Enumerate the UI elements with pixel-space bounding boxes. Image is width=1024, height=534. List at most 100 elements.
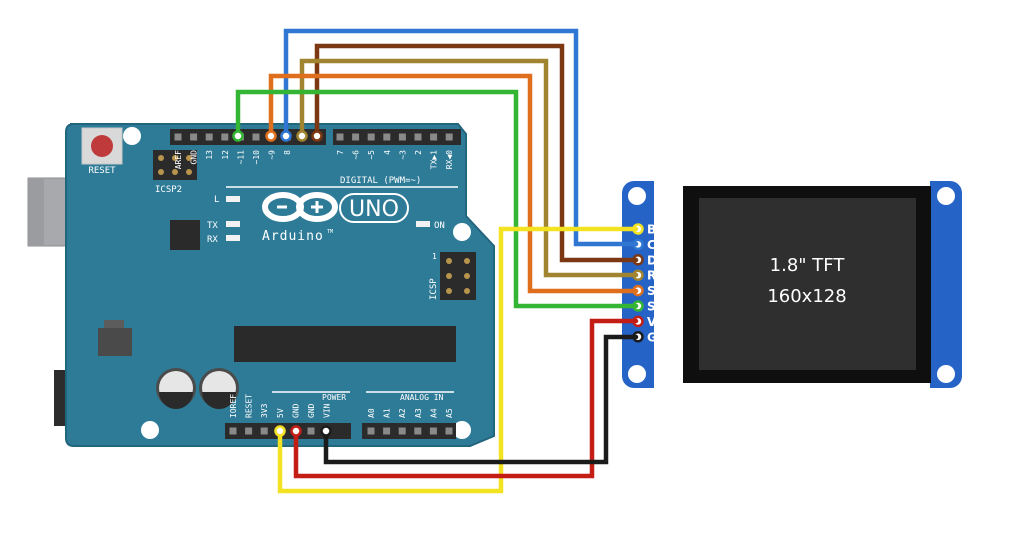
digital-pin[interactable] (430, 133, 438, 141)
power-pin[interactable] (245, 427, 253, 435)
wire-blue-bl (283, 28, 639, 247)
mounting-hole (453, 421, 471, 439)
led-tx-label: TX (207, 221, 218, 231)
tft-pin-label: GND (647, 330, 677, 344)
analog-pin[interactable] (414, 427, 422, 435)
power-pin-label: 5V (276, 408, 285, 418)
digital-header-right (333, 129, 461, 145)
analog-label: ANALOG IN (400, 393, 444, 402)
digital-pin[interactable] (190, 133, 198, 141)
atmega-chip (234, 326, 456, 362)
arduino-logo-text: Arduino (262, 229, 324, 244)
wire-endpoint (320, 425, 332, 437)
digital-pin-label: 13 (205, 150, 214, 160)
digital-pin-label: TX▶1 (430, 150, 439, 169)
led-rx-label: RX (207, 235, 218, 245)
power-label: POWER (322, 393, 346, 402)
wire-endpoint (232, 130, 244, 142)
wire-endpoint (280, 130, 292, 142)
digital-pin[interactable] (398, 133, 406, 141)
analog-pin-label: A4 (429, 408, 438, 418)
wire-black-gnd (323, 334, 639, 465)
capacitor (199, 368, 239, 409)
digital-pin[interactable] (414, 133, 422, 141)
tft-pin-label: BL (647, 223, 664, 237)
tft-mounting-hole (628, 365, 646, 383)
digital-pin-label: ~5 (367, 150, 376, 160)
tft-title-line1: 1.8" TFT (770, 255, 846, 276)
tft-pin-label: VCC (647, 315, 674, 329)
digital-pin-label: 12 (221, 150, 230, 160)
tft-title-line2: 160x128 (767, 286, 846, 307)
power-pin-label: RESET (245, 394, 254, 418)
digital-pin[interactable] (336, 133, 344, 141)
digital-pin-label: AREF (174, 150, 183, 169)
analog-pin-label: A0 (367, 408, 376, 418)
analog-pin[interactable] (398, 427, 406, 435)
digital-pin[interactable] (445, 133, 453, 141)
digital-pin[interactable] (252, 133, 260, 141)
power-pin[interactable] (307, 427, 315, 435)
wire-endpoint (265, 130, 277, 142)
icsp2-header (153, 150, 197, 180)
analog-pin[interactable] (429, 427, 437, 435)
wire-endpoint (311, 130, 323, 142)
digital-pin[interactable] (205, 133, 213, 141)
trademark-mark: TM (327, 229, 333, 235)
tft-mounting-hole (628, 187, 646, 205)
power-header (225, 423, 351, 439)
tft-screen (699, 198, 916, 370)
digital-pin-label: ~11 (236, 150, 245, 165)
digital-pin[interactable] (367, 133, 375, 141)
tft-pin-label: RES (647, 269, 673, 283)
analog-pin-label: A2 (398, 408, 407, 418)
digital-pin-label: ~10 (252, 150, 261, 165)
uno-text: UNO (349, 197, 399, 222)
digital-pin[interactable] (221, 133, 229, 141)
power-pin-label: IOREF (229, 394, 238, 418)
voltage-regulator (98, 328, 132, 356)
icsp-label: ICSP (429, 278, 439, 300)
digital-pin-label: GND (190, 150, 199, 165)
digital-label: DIGITAL (PWM=~) (340, 176, 421, 186)
power-pin[interactable] (229, 427, 237, 435)
wire-endpoints (232, 130, 332, 437)
wire-red-vcc (293, 318, 639, 479)
icsp2-label: ICSP2 (155, 185, 182, 195)
digital-pin-label: 7 (336, 150, 345, 155)
analog-header (362, 423, 456, 439)
tft-pin-label: SCL (647, 300, 672, 314)
mounting-hole (141, 421, 159, 439)
uno-badge (339, 193, 409, 223)
arduino-pcb (65, 123, 495, 447)
usb-chip (170, 220, 200, 250)
led-rx (226, 235, 240, 241)
digital-pin-label: 8 (283, 150, 292, 155)
mounting-hole (453, 223, 471, 241)
analog-pin[interactable] (445, 427, 453, 435)
wire-endpoint (296, 130, 308, 142)
tft-mounting-hole (937, 365, 955, 383)
power-pin[interactable] (260, 427, 268, 435)
digital-pin-label: ~3 (398, 150, 407, 160)
tft-pin-label: SDA (647, 284, 676, 298)
digital-pin[interactable] (174, 133, 182, 141)
reset-label: RESET (88, 166, 116, 176)
wires (235, 28, 639, 494)
digital-pin-label: RX◀0 (445, 150, 454, 169)
power-pin-label: GND (307, 403, 316, 418)
digital-pin-label: 2 (414, 150, 423, 155)
led-on (416, 221, 430, 227)
led-tx (226, 221, 240, 227)
digital-pin[interactable] (352, 133, 360, 141)
tft-pin-label: DC (647, 253, 666, 267)
digital-pin[interactable] (383, 133, 391, 141)
analog-pin[interactable] (367, 427, 375, 435)
analog-pin[interactable] (383, 427, 391, 435)
tft-mounting-hole (937, 187, 955, 205)
wire-endpoint (290, 425, 302, 437)
power-pin-label: GND (291, 403, 300, 418)
